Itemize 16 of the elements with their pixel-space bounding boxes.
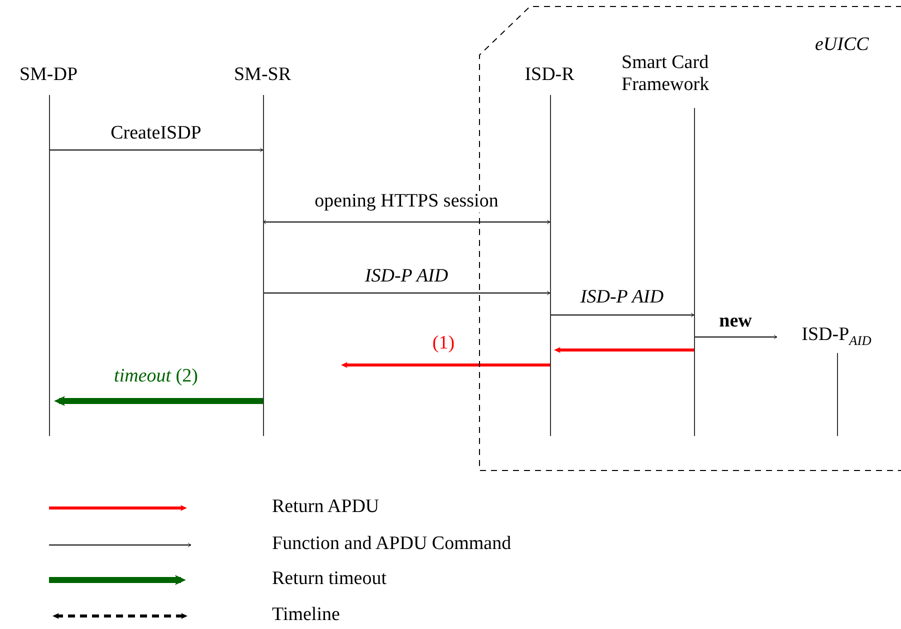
arrow (554, 347, 694, 353)
actor-label: ISD-R (524, 64, 576, 86)
legend-label: Return APDU (272, 496, 380, 518)
actor-label: SM-DP (18, 64, 79, 86)
message-label: timeout (2) (112, 366, 200, 388)
actor-label: SM-SR (232, 64, 292, 86)
actor-label: ISD-P$_{AID}$ (800, 324, 872, 348)
legend-label: Return timeout (272, 568, 387, 590)
actor-label: Smart Card Framework (622, 52, 710, 96)
arrow (341, 362, 550, 368)
legend-label: Timeline (272, 604, 340, 626)
legend-label: Function and APDU Command (272, 533, 512, 555)
message-label: opening HTTPS session (312, 192, 500, 212)
arrow (54, 396, 263, 406)
region-label: eUICC (815, 34, 869, 56)
message-label: (1) (430, 334, 457, 354)
